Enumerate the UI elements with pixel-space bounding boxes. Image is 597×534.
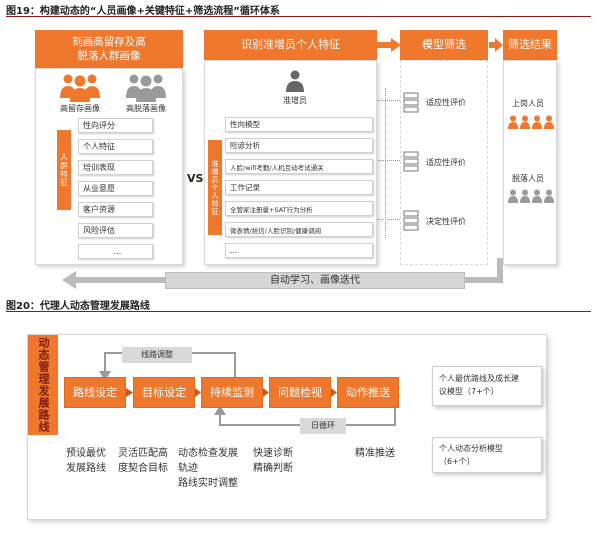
step-monitoring: 持续监测 — [201, 377, 263, 408]
fig20-title: 图20：代理人动态管理发展路线 — [6, 301, 150, 312]
candidate-label: 准增员 — [283, 96, 307, 105]
arrow-right-icon — [377, 38, 401, 52]
server-icon — [403, 92, 419, 113]
mid-item: 险谚分析 — [225, 138, 373, 153]
mid-item: 工作记录 — [225, 180, 373, 195]
result-panel — [503, 60, 557, 265]
left-item: 个人特征 — [78, 139, 153, 154]
mid-item: 微表情/拾信/人脸识别/健康调阅 — [225, 222, 373, 237]
left-item: 风险评估 — [78, 223, 153, 238]
step-desc: 灵活匹配高 度契合目标 — [118, 448, 168, 474]
server-icon — [403, 151, 419, 172]
persona-low: 高脱落画像 — [115, 72, 177, 114]
step-action-push: 动作推送 — [337, 377, 399, 408]
fig19-title-rule — [6, 16, 591, 17]
result-lower-label: 脱落人员 — [512, 174, 544, 183]
route-adjust-label: 线路调整 — [122, 347, 192, 363]
left-item: 性向评分 — [78, 118, 153, 133]
fig19-title: 图19：构建动态的“人员画像+关键特征+筛选流程”循环体系 — [6, 6, 280, 17]
step-goal-setting: 目标设定 — [133, 377, 195, 408]
header-model-screening: 模型筛选 — [400, 30, 488, 60]
connector-line — [378, 160, 400, 161]
people-row-grey-icon — [508, 189, 554, 203]
connector-line — [378, 219, 400, 220]
result-upper-label: 上岗人员 — [512, 99, 544, 108]
people-row-orange-icon — [508, 115, 554, 129]
group-feature-label: 人群特征 — [57, 130, 71, 210]
arrow-right-icon — [195, 388, 201, 397]
step-issue-review: 问题检视 — [269, 377, 331, 408]
model-row-label: 适应性评价 — [426, 98, 466, 107]
persona-high-label: 高留存画像 — [60, 104, 100, 113]
person-icon — [286, 70, 304, 92]
header-candidate-features: 识别准增员个人特征 — [204, 30, 377, 60]
model-box-dynamic: 个人动态分析模型 （6+个） — [432, 437, 542, 473]
fig20-title-rule — [6, 311, 591, 312]
model-row-label: 决定性评价 — [426, 217, 466, 226]
arrow-right-icon — [489, 38, 503, 52]
model-box-route: 个人最优路线及成长建 议模型（7+个） — [432, 366, 542, 406]
step-desc: 预设最优 发展路线 — [66, 448, 106, 474]
model-panel — [400, 60, 488, 265]
route-side-label: 动态管理发展路线 — [28, 335, 58, 435]
model-row-label: 适应性评价 — [426, 158, 466, 167]
step-desc: 动态检查发展 轨迹 路线实时调整 — [178, 448, 238, 489]
left-item: 培训表现 — [78, 160, 153, 175]
mid-item: ... — [225, 243, 373, 258]
header-portrait: 刻画高留存及高 脱落人群画像 — [35, 30, 183, 68]
candidate: 准增员 — [265, 70, 325, 106]
left-item: 客户资源 — [78, 202, 153, 217]
persona-high: 高留存画像 — [50, 72, 110, 114]
persona-low-label: 高脱落画像 — [126, 104, 166, 113]
step-desc: 精准推送 — [355, 448, 395, 459]
loop-label: 自动学习、画像迭代 — [165, 272, 465, 289]
mid-item: 全管家注册量+SAT行为分析 — [225, 201, 373, 216]
daily-loop-label: 日循环 — [300, 418, 346, 434]
fig20-frame — [27, 334, 547, 520]
arrow-right-icon — [126, 388, 133, 397]
people-group-orange-icon — [60, 74, 100, 102]
people-group-grey-icon — [126, 74, 166, 102]
mid-item: 性向模型 — [225, 117, 373, 132]
step-route-setting: 路线设定 — [64, 377, 126, 408]
vs-label: VS — [187, 172, 204, 185]
header-screening-result: 筛选结果 — [503, 30, 557, 60]
arrow-right-icon — [263, 388, 269, 397]
connector-line — [385, 88, 386, 238]
step-desc: 快速诊断 精确判断 — [253, 448, 293, 474]
connector-line — [378, 100, 400, 101]
server-icon — [403, 210, 419, 231]
arrow-right-icon — [331, 388, 337, 397]
candidate-feature-label: 准增员个人特征 — [208, 140, 222, 235]
mid-item: 人脸/wifi考勤/人机互动考试通关 — [225, 159, 373, 174]
route-side-filler — [28, 435, 58, 519]
left-item: 从业意愿 — [78, 181, 153, 196]
left-item: ... — [78, 244, 153, 259]
